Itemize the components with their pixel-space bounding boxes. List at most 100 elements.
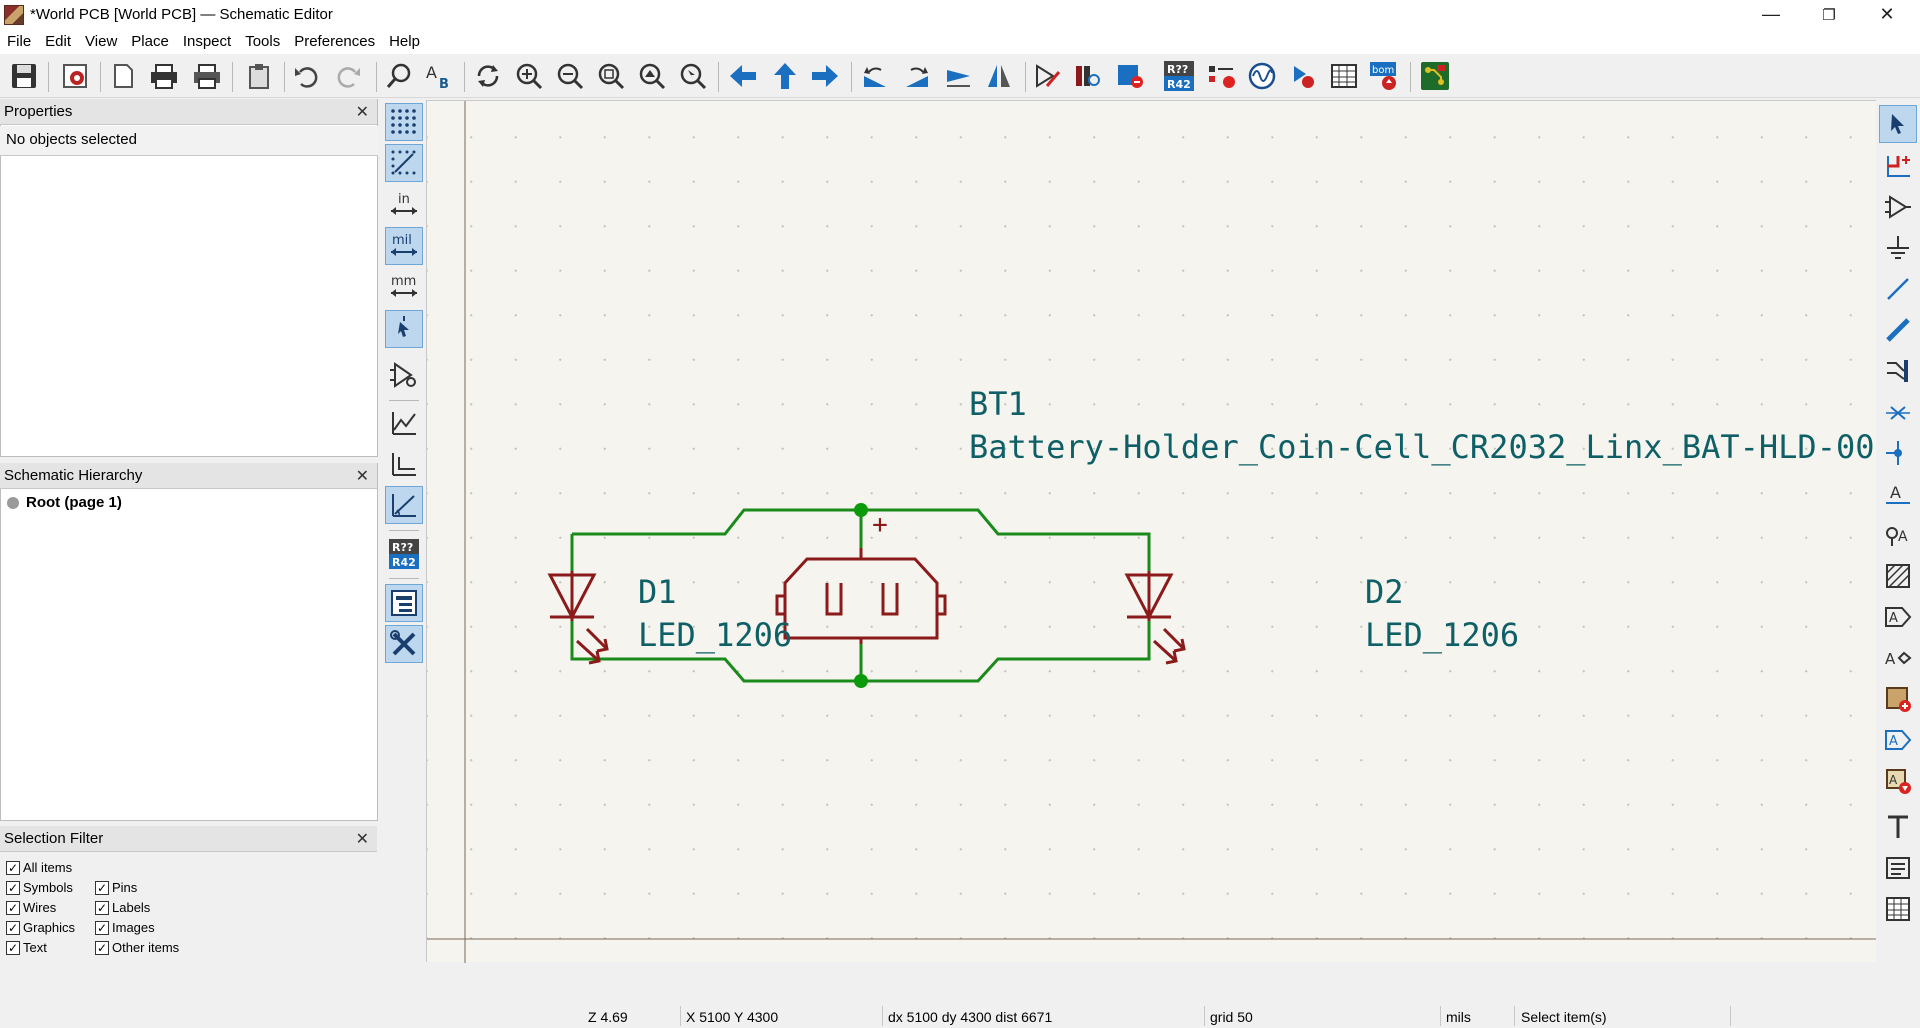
- schematic-canvas[interactable]: + BT1 Battery-Holder_Coin-Cell_CR2032_Li…: [426, 100, 1877, 963]
- units-inches-icon[interactable]: in: [385, 186, 423, 224]
- save-icon[interactable]: [7, 59, 41, 93]
- properties-manager-icon[interactable]: [385, 625, 423, 663]
- d2-reference[interactable]: D2: [1365, 573, 1404, 611]
- undo-icon[interactable]: [289, 59, 323, 93]
- selection-filter-close-icon[interactable]: ✕: [355, 831, 369, 848]
- rotate-cw-icon[interactable]: [900, 59, 934, 93]
- filter-all-items[interactable]: ✓All items: [6, 860, 73, 875]
- no-connect-icon[interactable]: [1879, 393, 1917, 431]
- erc-icon[interactable]: [1205, 59, 1239, 93]
- zoom-objects-icon[interactable]: [635, 59, 669, 93]
- add-bus-icon[interactable]: [1879, 311, 1917, 349]
- wire-angle-90-icon[interactable]: [385, 445, 423, 483]
- add-table-icon[interactable]: [1879, 890, 1917, 928]
- units-mm-icon[interactable]: mm: [385, 268, 423, 306]
- paste-icon[interactable]: [242, 59, 276, 93]
- page-settings-icon[interactable]: [106, 59, 140, 93]
- checkbox[interactable]: ✓: [95, 940, 109, 955]
- restore-button[interactable]: ❐: [1822, 6, 1836, 24]
- checkbox[interactable]: ✓: [6, 900, 20, 915]
- bt1-value[interactable]: Battery-Holder_Coin-Cell_CR2032_Linx_BAT…: [969, 428, 1877, 466]
- navigate-up-icon[interactable]: [768, 59, 802, 93]
- grid-overrides-icon[interactable]: [385, 144, 423, 182]
- menu-place[interactable]: Place: [131, 33, 169, 50]
- menu-tools[interactable]: Tools: [245, 33, 281, 50]
- d2-value[interactable]: LED_1206: [1365, 616, 1519, 654]
- add-net-class-directive-icon[interactable]: A: [1879, 516, 1917, 554]
- print-icon[interactable]: [147, 59, 181, 93]
- close-window-button[interactable]: ✕: [1879, 4, 1895, 24]
- filter-labels[interactable]: ✓Labels: [95, 900, 151, 915]
- add-bus-entry-icon[interactable]: [1879, 352, 1917, 390]
- checkbox[interactable]: ✓: [6, 880, 20, 895]
- hierarchy-root-item[interactable]: Root (page 1): [7, 494, 122, 511]
- add-global-label-icon[interactable]: A: [1879, 598, 1917, 636]
- zoom-in-icon[interactable]: [512, 59, 546, 93]
- menu-edit[interactable]: Edit: [45, 33, 72, 50]
- annotate-icon[interactable]: [1113, 59, 1147, 93]
- menu-preferences[interactable]: Preferences: [294, 33, 376, 50]
- zoom-selection-icon[interactable]: [676, 59, 710, 93]
- zoom-fit-icon[interactable]: [594, 59, 628, 93]
- schematic-setup-icon[interactable]: [58, 59, 92, 93]
- cursor-crosshair-icon[interactable]: [385, 310, 423, 348]
- menu-help[interactable]: Help: [389, 33, 420, 50]
- add-junction-icon[interactable]: [1879, 434, 1917, 472]
- filter-images[interactable]: ✓Images: [95, 920, 155, 935]
- zoom-out-icon[interactable]: [553, 59, 587, 93]
- import-sheet-pin-icon[interactable]: A: [1879, 762, 1917, 800]
- properties-close-icon[interactable]: ✕: [355, 104, 369, 121]
- add-hierarchical-label-icon[interactable]: A: [1879, 639, 1917, 677]
- symbol-d1[interactable]: [547, 571, 609, 665]
- refresh-icon[interactable]: [471, 59, 505, 93]
- d1-reference[interactable]: D1: [638, 573, 677, 611]
- junction-top[interactable]: [854, 503, 868, 517]
- filter-pins[interactable]: ✓Pins: [95, 880, 138, 895]
- symbol-bt1[interactable]: [775, 548, 947, 644]
- checkbox[interactable]: ✓: [95, 920, 109, 935]
- bom-table-icon[interactable]: [1327, 59, 1361, 93]
- menu-inspect[interactable]: Inspect: [182, 33, 232, 50]
- menu-view[interactable]: View: [85, 33, 118, 50]
- add-text-icon[interactable]: [1879, 808, 1917, 846]
- bt1-reference[interactable]: BT1: [969, 385, 1027, 423]
- checkbox[interactable]: ✓: [95, 900, 109, 915]
- mirror-vertical-icon[interactable]: [941, 59, 975, 93]
- add-sheet-pin-icon[interactable]: A: [1879, 721, 1917, 759]
- symbol-library-browser-icon[interactable]: [1071, 59, 1105, 93]
- add-textbox-icon[interactable]: [1879, 849, 1917, 887]
- hierarchy-navigator-icon[interactable]: [385, 584, 423, 622]
- symbol-d2[interactable]: [1124, 571, 1186, 665]
- select-tool-icon[interactable]: [1879, 105, 1917, 143]
- mirror-horizontal-icon[interactable]: [982, 59, 1016, 93]
- checkbox[interactable]: ✓: [95, 880, 109, 895]
- simulator-icon[interactable]: [1245, 59, 1279, 93]
- pcb-editor-icon[interactable]: [1418, 59, 1452, 93]
- navigate-back-icon[interactable]: [726, 59, 760, 93]
- wire-top[interactable]: [572, 508, 1151, 541]
- filter-wires[interactable]: ✓Wires: [6, 900, 57, 915]
- checkbox[interactable]: ✓: [6, 940, 20, 955]
- d1-value[interactable]: LED_1206: [638, 616, 792, 654]
- add-rule-area-icon[interactable]: [1879, 557, 1917, 595]
- show-hidden-pins-icon[interactable]: [385, 356, 423, 394]
- checkbox[interactable]: ✓: [6, 860, 20, 875]
- units-mils-icon[interactable]: mil: [385, 227, 423, 265]
- filter-graphics[interactable]: ✓Graphics: [6, 920, 76, 935]
- add-label-icon[interactable]: A: [1879, 475, 1917, 513]
- rotate-ccw-icon[interactable]: [858, 59, 892, 93]
- toggle-grid-icon[interactable]: [385, 103, 423, 141]
- annotate-schematic-icon[interactable]: R??R42: [1162, 59, 1196, 93]
- generate-bom-icon[interactable]: bom: [1367, 59, 1401, 93]
- find-icon[interactable]: [382, 59, 416, 93]
- minimize-button[interactable]: —: [1762, 4, 1780, 24]
- junction-bottom[interactable]: [854, 674, 868, 688]
- menu-file[interactable]: File: [7, 33, 32, 50]
- filter-symbols[interactable]: ✓Symbols: [6, 880, 73, 895]
- wire-angle-free-icon[interactable]: [385, 404, 423, 442]
- assign-footprints-icon[interactable]: [1286, 59, 1320, 93]
- highlight-net-icon[interactable]: [1879, 147, 1917, 185]
- navigate-forward-icon[interactable]: [808, 59, 842, 93]
- checkbox[interactable]: ✓: [6, 920, 20, 935]
